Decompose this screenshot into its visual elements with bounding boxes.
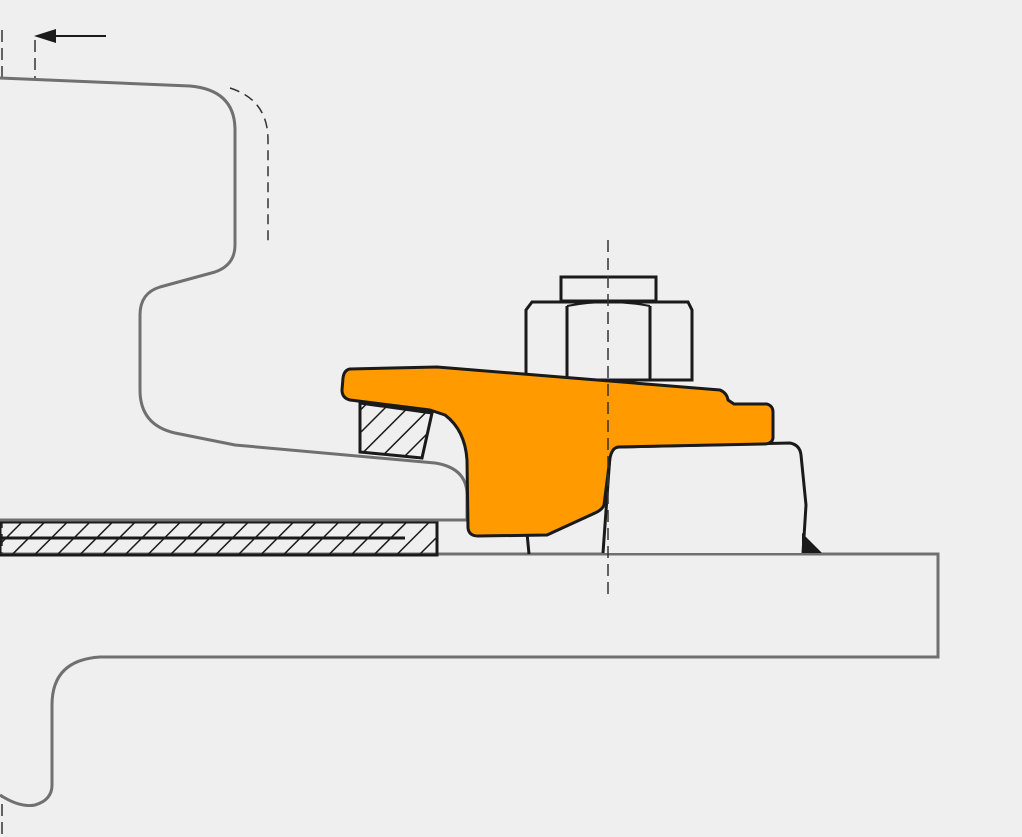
support-block — [601, 441, 808, 554]
bolt-nut — [524, 275, 694, 382]
displaced-rail-contour-2 — [229, 87, 269, 245]
wedge-insert — [358, 401, 434, 460]
rail-profile — [0, 76, 469, 522]
weld-mark — [802, 533, 822, 553]
arrow-left-icon — [34, 29, 106, 43]
rail-pad — [0, 520, 439, 557]
orange-clamp — [340, 365, 775, 538]
base-plate — [0, 552, 940, 807]
